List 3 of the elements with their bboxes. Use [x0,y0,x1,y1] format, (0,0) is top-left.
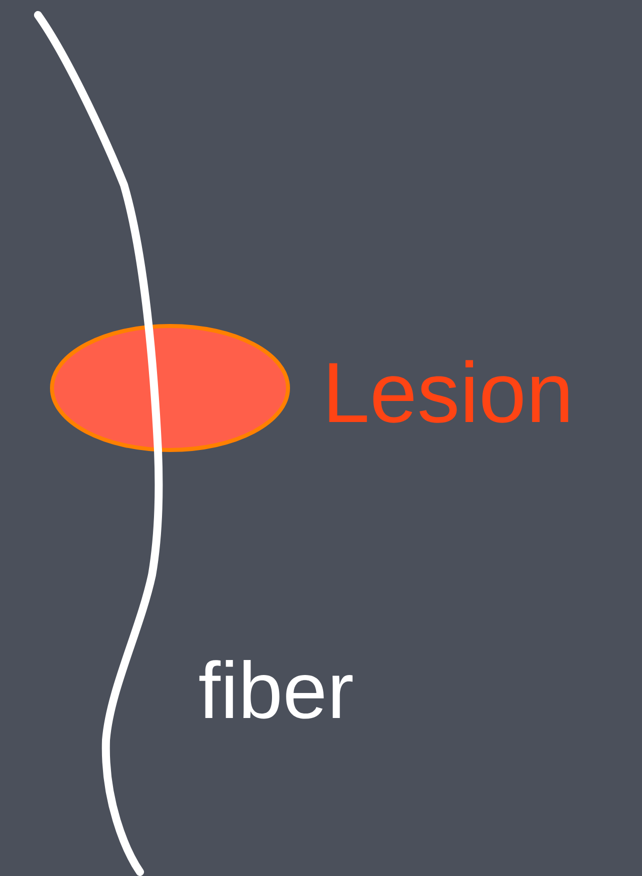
fiber-label: fiber [199,660,353,719]
lesion-label: Lesion [329,360,568,423]
lesion-shape [50,324,290,452]
